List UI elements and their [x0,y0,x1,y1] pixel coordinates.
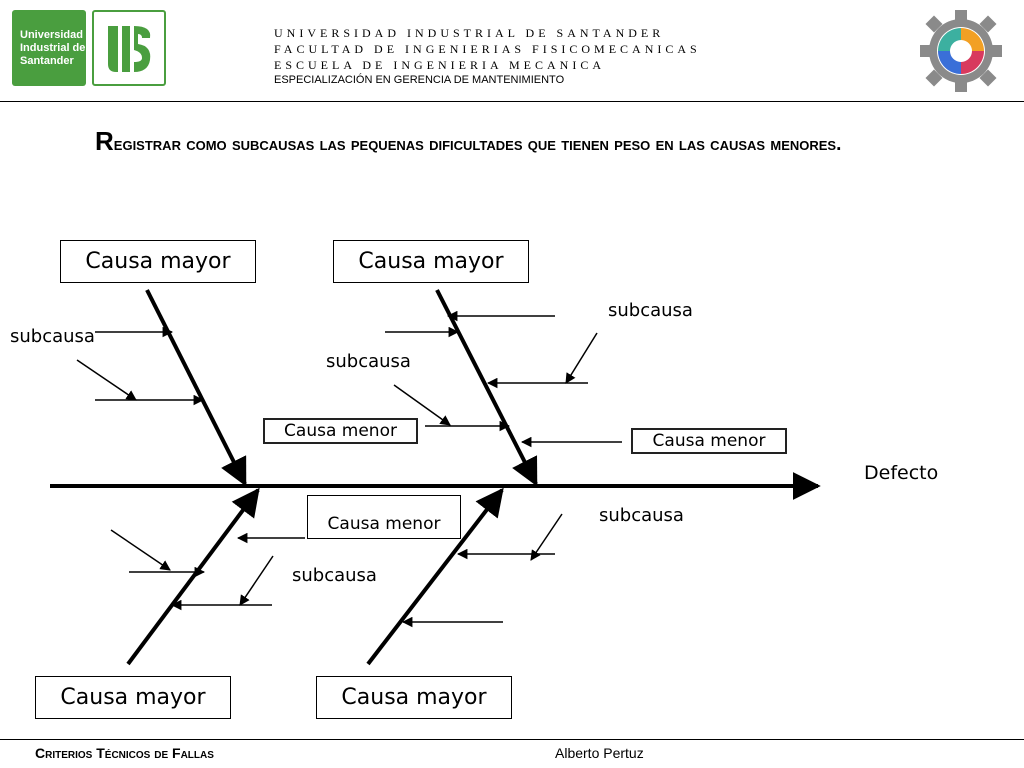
subcause-arrow-2b [393,384,451,426]
gear-logo-icon [918,6,1004,96]
subcause-label-1: subcausa [10,326,95,347]
footer-divider [0,739,1024,740]
major-cause-box-3: Causa mayor [35,676,231,719]
university-logo-text: Universidad Industrial de Santander [20,28,86,67]
effect-label: Defecto [864,462,939,484]
major-bone-4 [366,487,504,666]
subcause-label-5: subcausa [292,565,377,586]
title-first-letter: R [95,126,114,156]
header-line-1: UNIVERSIDAD INDUSTRIAL DE SANTANDER [274,26,665,40]
major-bone-3 [126,487,260,666]
university-logo: Universidad Industrial de Santander [12,10,86,86]
major-bone-1 [145,289,247,487]
subcause-label-2: subcausa [608,300,693,321]
footer-author: Alberto Pertuz [555,745,644,761]
header-line-2: FACULTAD DE INGENIERIAS FISICOMECANICAS [274,42,701,56]
footer-course-title: Criterios Técnicos de Fallas [35,745,214,761]
header-line-3: ESCUELA DE INGENIERIA MECANICA [274,58,605,72]
header-line-4: ESPECIALIZACIÓN EN GERENCIA DE MANTENIMI… [274,74,565,86]
subcause-arrow-3b [239,555,274,606]
uis-mark-logo [92,10,166,86]
minor-cause-box-1: Causa menor [263,418,418,444]
major-cause-box-2: Causa mayor [333,240,529,283]
subcause-arrow-1 [76,359,137,401]
subcause-arrow-3a [110,529,171,571]
minor-cause-box-3: Causa menor [307,495,461,539]
major-bone-2 [435,289,538,487]
subcause-label-3: subcausa [326,351,411,372]
subcause-arrow-2a [565,332,598,384]
title-text: egistrar como subcausas las pequenas dif… [113,134,842,155]
minor-cause-box-2: Causa menor [631,428,787,454]
subcause-label-4: subcausa [599,505,684,526]
subcause-arrow-4 [530,513,563,561]
major-cause-box-4: Causa mayor [316,676,512,719]
major-cause-box-1: Causa mayor [60,240,256,283]
slide-title: Registrar como subcausas las pequenas di… [95,124,915,162]
header-divider [0,101,1024,102]
